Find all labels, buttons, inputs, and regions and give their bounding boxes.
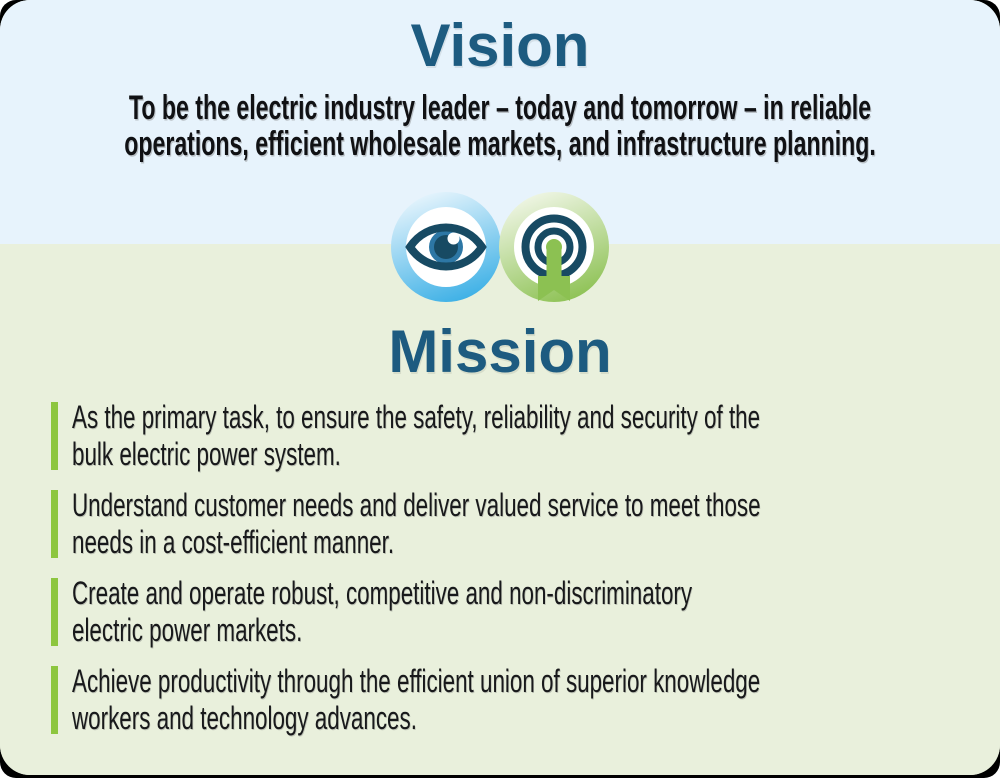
mission-bullet-list: As the primary task, to ensure the safet… — [0, 399, 1000, 737]
vision-section: Vision To be the electric industry leade… — [0, 0, 1000, 244]
mission-bullet: Understand customer needs and deliver va… — [0, 487, 1000, 561]
vision-statement: To be the electric industry leader – tod… — [124, 89, 876, 163]
mission-bullet: Create and operate robust, competitive a… — [0, 575, 1000, 649]
bullet-accent-bar — [51, 490, 58, 558]
section-icons — [389, 190, 611, 304]
bullet-text: As the primary task, to ensure the safet… — [72, 399, 761, 472]
vision-title: Vision — [410, 12, 590, 79]
eye-icon — [391, 192, 501, 302]
mission-bullet: As the primary task, to ensure the safet… — [0, 399, 1000, 473]
bullet-accent-bar — [51, 402, 58, 470]
bullet-accent-bar — [51, 578, 58, 646]
bullet-text: Create and operate robust, competitive a… — [72, 575, 693, 648]
bullet-text: Achieve productivity through the efficie… — [72, 663, 761, 736]
mission-section: Mission As the primary task, to ensure t… — [0, 244, 1000, 775]
bullet-text: Understand customer needs and deliver va… — [72, 487, 761, 560]
bullet-accent-bar — [51, 666, 58, 734]
mission-bullet: Achieve productivity through the efficie… — [0, 663, 1000, 737]
mission-title: Mission — [388, 318, 612, 385]
target-arrow-icon — [499, 192, 609, 302]
arrow-shaft — [538, 239, 570, 301]
